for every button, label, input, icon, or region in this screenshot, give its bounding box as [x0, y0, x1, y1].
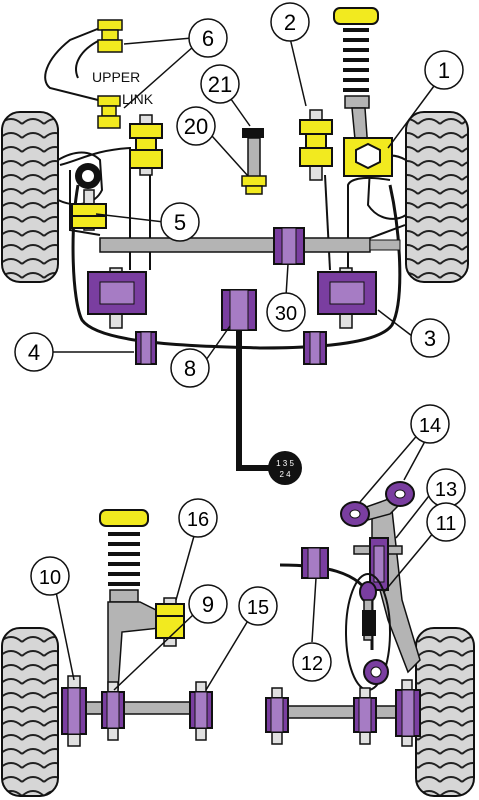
- svg-text:14: 14: [419, 415, 441, 437]
- svg-text:6: 6: [202, 26, 214, 51]
- svg-text:16: 16: [187, 509, 209, 531]
- bush-9: [101, 681, 125, 741]
- bush-5: [71, 163, 107, 231]
- bush-2: [299, 109, 333, 181]
- gear-knob: [268, 451, 302, 485]
- svg-text:12: 12: [301, 653, 323, 675]
- front-anti-roll-bar: [71, 184, 402, 350]
- bush-8: [221, 289, 257, 331]
- svg-text:4: 4: [28, 340, 40, 365]
- svg-text:10: 10: [39, 567, 61, 589]
- rear-trailing-arm: [107, 601, 161, 691]
- callout-12: 12: [292, 642, 332, 682]
- bush-12: [301, 547, 329, 579]
- svg-text:11: 11: [436, 513, 457, 535]
- callout-16: 16: [178, 498, 218, 538]
- callout-13: 13: [426, 468, 466, 508]
- callout-21: 21: [200, 64, 240, 104]
- callout-8: 8: [170, 348, 210, 388]
- callout-6: 6: [188, 18, 228, 58]
- bush-3-purple: [317, 267, 377, 329]
- rear-left-tyre: [1, 627, 59, 797]
- gear-linkage-rod: [236, 330, 282, 471]
- rear-lower-link-right: [275, 705, 415, 719]
- steering-rack-end: [369, 239, 401, 251]
- bush-30: [273, 227, 305, 265]
- bush-6-upper: [97, 19, 123, 53]
- svg-text:5: 5: [174, 210, 186, 235]
- drop-link-20-21: [241, 128, 267, 195]
- callout-20: 20: [176, 106, 216, 146]
- callout-5: 5: [160, 202, 200, 242]
- svg-text:30: 30: [275, 303, 297, 325]
- front-arm-left: [59, 146, 131, 270]
- leader-lines: [46, 37, 435, 691]
- callout-14: 14: [410, 404, 450, 444]
- bush-front-left-yellow: [129, 114, 163, 176]
- callout-3: 3: [410, 318, 450, 358]
- rear-coil-spring: [99, 509, 149, 603]
- callout-2: 2: [270, 2, 310, 42]
- bush-rear-right-outer: [395, 679, 421, 747]
- bush-16: [155, 597, 185, 647]
- front-arm-right: [347, 176, 391, 270]
- bush-14-a: [340, 501, 370, 527]
- bush-rear-right-inner: [265, 687, 289, 745]
- upper-link-arm: [44, 27, 101, 101]
- upper-label: UPPER: [92, 69, 140, 85]
- callout-4: 4: [14, 332, 54, 372]
- gear-pattern-top: 1 3 5: [276, 459, 294, 468]
- callout-10: 10: [30, 556, 70, 596]
- bush-14-b: [385, 481, 415, 507]
- bush-11: [359, 581, 389, 685]
- bush-1-strut-mount: [343, 137, 393, 177]
- svg-text:9: 9: [202, 592, 214, 617]
- callout-1: 1: [424, 50, 464, 90]
- bush-10: [61, 675, 87, 747]
- bush-front-left-purple: [87, 267, 147, 329]
- callout-9: 9: [188, 584, 228, 624]
- svg-text:8: 8: [184, 356, 196, 381]
- svg-text:20: 20: [184, 114, 208, 139]
- bush-rear-right-middle: [353, 687, 377, 745]
- bush-4-right: [303, 331, 327, 365]
- svg-text:1: 1: [438, 58, 450, 83]
- front-coil-spring: [333, 7, 379, 151]
- front-left-tyre: [1, 111, 59, 283]
- svg-text:2: 2: [284, 10, 296, 35]
- svg-text:15: 15: [247, 597, 269, 619]
- svg-text:21: 21: [208, 72, 232, 97]
- rear-right-tyre: [415, 627, 475, 797]
- callout-15: 15: [238, 586, 278, 626]
- steering-rack: [99, 237, 371, 253]
- callout-30: 30: [266, 292, 306, 332]
- bush-4: [135, 331, 157, 365]
- rear-lower-link-left: [83, 701, 195, 715]
- front-crossmember-left: [69, 170, 101, 236]
- svg-text:3: 3: [424, 326, 436, 351]
- front-arm-right-2: [324, 174, 331, 271]
- bush-6-lower: [97, 95, 121, 129]
- gear-pattern-bottom: 2 4: [279, 470, 291, 479]
- svg-text:13: 13: [435, 479, 457, 501]
- callout-11: 11: [426, 502, 466, 542]
- bush-15: [189, 681, 213, 741]
- front-right-tyre: [405, 111, 469, 283]
